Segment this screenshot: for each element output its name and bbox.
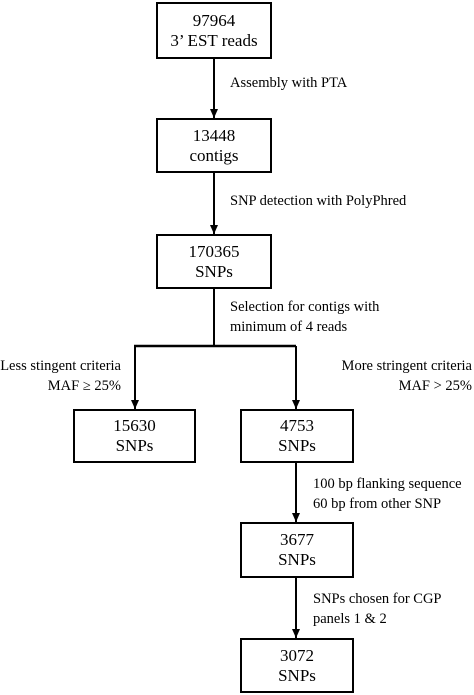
snps-more-label: SNPs: [278, 436, 316, 455]
selection-line-1: Selection for contigs with: [230, 299, 380, 315]
snps-all-box: 170365 SNPs: [156, 234, 272, 289]
cgp-step-label: SNPs chosen for CGP panels 1 & 2: [313, 589, 442, 629]
selection-line-2: minimum of 4 reads: [230, 319, 348, 335]
est-reads-count: 97964: [192, 10, 236, 30]
snps-cgp-count: 3072: [280, 645, 314, 665]
flank-step-label: 100 bp flanking sequence 60 bp from othe…: [313, 474, 462, 514]
snps-cgp-label: SNPs: [278, 665, 316, 685]
less-criteria-line-1: Less stingent criteria: [0, 358, 121, 374]
more-criteria-label: More stringent criteria MAF > 25%: [342, 356, 472, 396]
snps-flank-box: 3677 SNPs: [240, 522, 354, 578]
contigs-label: contigs: [189, 145, 239, 165]
est-reads-box: 97964 3’ EST reads: [156, 2, 272, 59]
less-criteria-line-2: MAF ≥ 25%: [47, 378, 121, 394]
more-criteria-line-2: MAF > 25%: [398, 378, 472, 394]
detection-step-label: SNP detection with PolyPhred: [230, 193, 407, 209]
cgp-line-2: panels 1 & 2: [313, 611, 387, 627]
snps-more-count: 4753: [280, 416, 314, 435]
snps-flank-label: SNPs: [278, 550, 316, 569]
more-criteria-line-1: More stringent criteria: [341, 358, 472, 374]
snps-less-label: SNPs: [115, 436, 154, 455]
snps-less-box: 15630 SNPs: [73, 409, 196, 463]
contigs-box: 13448 contigs: [156, 118, 272, 173]
snps-more-box: 4753 SNPs: [240, 409, 354, 463]
snps-cgp-box: 3072 SNPs: [240, 638, 354, 693]
flank-line-2: 60 bp from other SNP: [313, 496, 442, 512]
snps-all-label: SNPs: [195, 261, 233, 281]
cgp-line-1: SNPs chosen for CGP: [313, 591, 442, 607]
selection-step-label: Selection for contigs with minimum of 4 …: [230, 297, 379, 337]
contigs-count: 13448: [192, 125, 236, 145]
assembly-step-label: Assembly with PTA: [230, 75, 348, 91]
snps-all-count: 170365: [188, 241, 240, 261]
flank-line-1: 100 bp flanking sequence: [313, 476, 462, 492]
snps-flank-count: 3677: [280, 530, 314, 549]
less-criteria-label: Less stingent criteria MAF ≥ 25%: [0, 356, 121, 396]
est-reads-label: 3’ EST reads: [170, 30, 258, 50]
snps-less-count: 15630: [113, 416, 156, 435]
